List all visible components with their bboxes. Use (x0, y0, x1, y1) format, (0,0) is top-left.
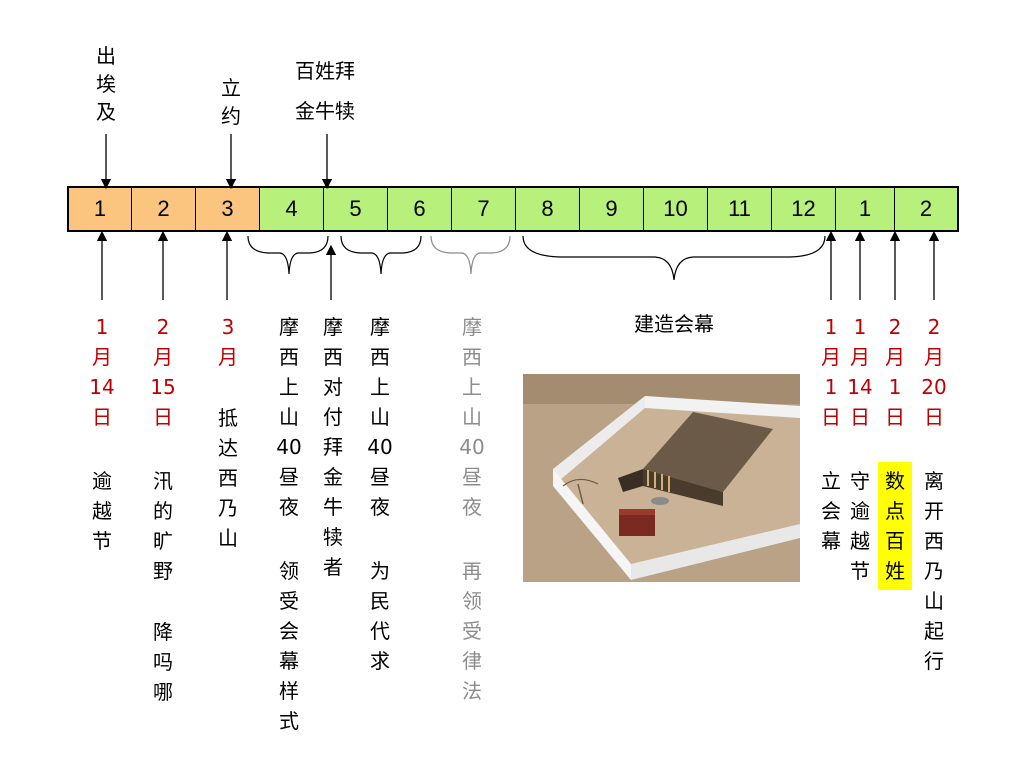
event-desc-5: 摩西对付拜金牛犊者 (320, 312, 346, 582)
event-date-1: 1月14日 (89, 312, 115, 432)
brace-e6 (341, 236, 421, 274)
event-desc-2b: 降吗哪 (150, 617, 176, 707)
event-date-9: 1月14日 (847, 312, 873, 432)
event-desc-9: 守逾越节 (847, 466, 873, 586)
event-date-8: 1月1日 (818, 312, 844, 432)
event-desc-6b: 为民代求 (367, 556, 393, 676)
event-desc-6a: 摩西上山40昼夜 (367, 312, 393, 522)
event-desc-11: 离开西乃山起行 (921, 466, 947, 676)
event-desc-7a: 摩西上山40昼夜 (459, 312, 485, 522)
event-date-2: 2月15日 (150, 312, 176, 432)
event-desc-4b: 领受会幕样式 (276, 556, 302, 736)
event-date-11: 2月20日 (921, 312, 947, 432)
brace-build (523, 236, 825, 280)
brace-e4 (248, 236, 328, 274)
event-desc-10: 数点百姓 (878, 462, 912, 590)
event-desc-4a: 摩西上山40昼夜 (276, 312, 302, 522)
event-desc-8: 立会幕 (818, 466, 844, 556)
event-desc-1: 逾越节 (89, 466, 115, 556)
event-date-3: 3月 (215, 312, 241, 372)
event-desc-7b: 再领受律法 (459, 556, 485, 706)
tabernacle-photo (523, 374, 800, 582)
event-date-10: 2月1日 (882, 312, 908, 432)
event-desc-2a: 汛的旷野 (150, 466, 176, 586)
event-desc-3: 抵达西乃山 (215, 403, 241, 553)
build-tabernacle-label: 建造会幕 (614, 308, 734, 337)
brace-e7 (431, 236, 510, 274)
